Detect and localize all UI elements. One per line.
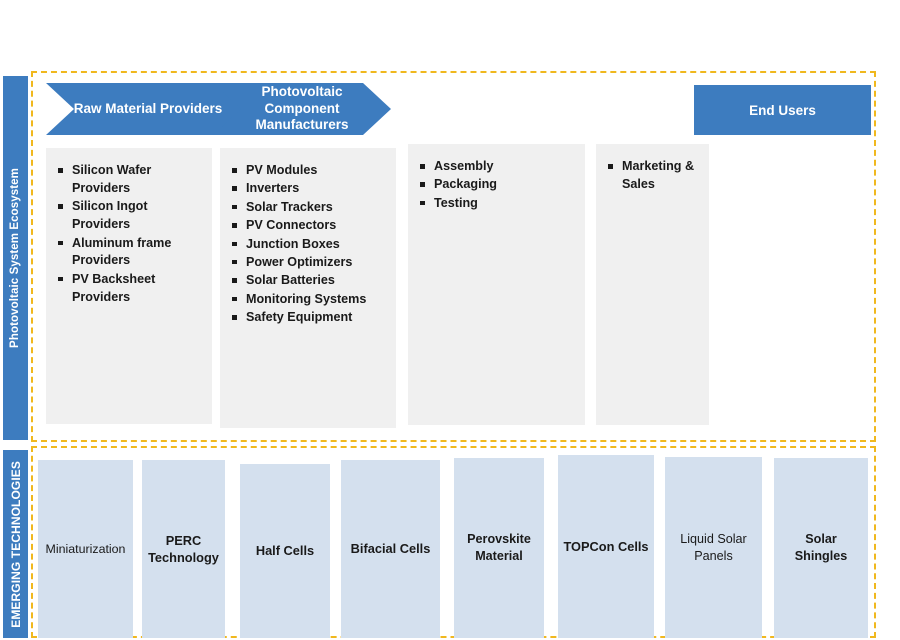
list-item: Solar Batteries (231, 272, 390, 290)
panel-assembly-packaging-testing: Assembly Packaging Testing (408, 144, 585, 425)
tech-box-solar-shingles[interactable]: Solar Shingles (774, 458, 868, 638)
panel-raw-material-providers: Silicon Wafer Providers Silicon Ingot Pr… (46, 148, 212, 424)
section-label-text: EMERGING TECHNOLOGIES (8, 460, 23, 628)
list-item: PV Modules (231, 162, 390, 180)
list-item: PV Connectors (231, 217, 390, 235)
emerging-technologies-section-frame (31, 446, 876, 638)
section-label-emerging-technologies: EMERGING TECHNOLOGIES (3, 450, 28, 638)
panel-marketing-and-sales: Marketing & Sales (596, 144, 709, 425)
flow-stage-label: End Users (749, 102, 816, 118)
section-label-photovoltaic-system-ecosystem: Photovoltaic System Ecosystem (3, 76, 28, 440)
list-item: Solar Trackers (231, 199, 390, 217)
tech-box-bifacial-cells[interactable]: Bifacial Cells (341, 460, 440, 638)
panel-list: Silicon Wafer Providers Silicon Ingot Pr… (57, 162, 206, 307)
flow-stage-end-users[interactable]: End Users (694, 85, 871, 135)
ecosystem-section-frame (31, 71, 876, 442)
tech-box-label: Bifacial Cells (350, 541, 431, 557)
list-item: Monitoring Systems (231, 291, 390, 309)
tech-box-perovskite-material[interactable]: Perovskite Material (454, 458, 544, 638)
tech-box-label: Half Cells (255, 543, 315, 559)
list-item: PV Backsheet Providers (57, 271, 206, 307)
list-item: Packaging (419, 176, 579, 194)
tech-box-label: Perovskite Material (467, 532, 531, 563)
tech-box-label: Liquid Solar Panels (680, 531, 747, 563)
list-item: Marketing & Sales (607, 158, 703, 194)
tech-box-miniaturization[interactable]: Miniaturization (38, 460, 133, 638)
list-item: Aluminum frame Providers (57, 235, 206, 271)
flow-stage-photovoltaic-component-manufacturers[interactable]: Photovoltaic Component Manufacturers (213, 83, 391, 135)
list-item: Junction Boxes (231, 236, 390, 254)
tech-box-label: Miniaturization (45, 541, 126, 556)
list-item: Power Optimizers (231, 254, 390, 272)
list-item: Inverters (231, 180, 390, 198)
panel-list: PV Modules Inverters Solar Trackers PV C… (231, 162, 390, 327)
flow-stage-label: Raw Material Providers (73, 100, 223, 116)
tech-box-half-cells[interactable]: Half Cells (240, 464, 330, 638)
list-item: Silicon Wafer Providers (57, 162, 206, 198)
flow-stage-label: Photovoltaic Component Manufacturers (255, 84, 349, 133)
flow-stage-raw-material-providers[interactable]: Raw Material Providers (46, 83, 244, 135)
list-item: Testing (419, 195, 579, 213)
tech-box-label: PERC Technology (148, 532, 219, 565)
panel-photovoltaic-component-manufacturers: PV Modules Inverters Solar Trackers PV C… (220, 148, 396, 428)
tech-box-label: TOPCon Cells (563, 538, 649, 554)
tech-box-liquid-solar-panels[interactable]: Liquid Solar Panels (665, 457, 762, 638)
list-item: Assembly (419, 158, 579, 176)
list-item: Silicon Ingot Providers (57, 198, 206, 234)
panel-list: Marketing & Sales (607, 158, 703, 194)
list-item: Safety Equipment (231, 309, 390, 327)
tech-box-perc-technology[interactable]: PERC Technology (142, 460, 225, 638)
section-label-text: Photovoltaic System Ecosystem (8, 168, 21, 348)
panel-list: Assembly Packaging Testing (419, 158, 579, 213)
tech-box-label: Solar Shingles (794, 532, 848, 563)
tech-box-topcon-cells[interactable]: TOPCon Cells (558, 455, 654, 638)
